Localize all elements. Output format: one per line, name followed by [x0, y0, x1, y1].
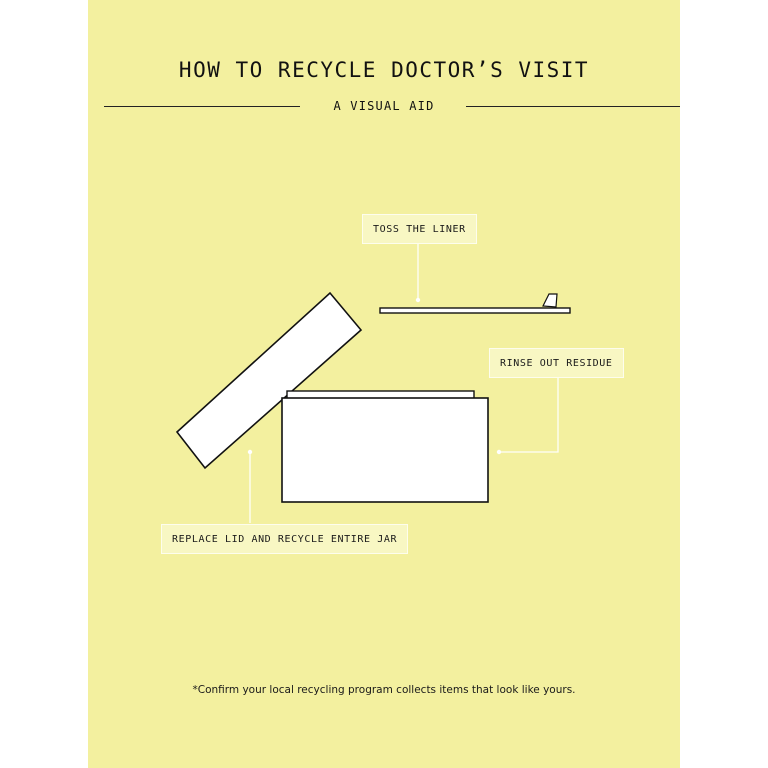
residue-leader-dot: [496, 449, 502, 455]
jar-lid: [175, 291, 363, 470]
poster-subtitle: A VISUAL AID: [333, 99, 435, 113]
jar-body: [281, 397, 489, 503]
step-toss-liner-label: TOSS THE LINER: [362, 214, 477, 244]
subtitle-rule-left: [104, 106, 300, 107]
step-replace-lid-label: REPLACE LID AND RECYCLE ENTIRE JAR: [161, 524, 409, 554]
jar-liner: [379, 307, 571, 314]
recycling-footnote: *Confirm your local recycling program co…: [192, 684, 576, 696]
residue-leader-line: [500, 378, 559, 453]
liner-tab: [542, 293, 558, 308]
subtitle-rule-right: [466, 106, 680, 107]
jar-diagram: [175, 244, 571, 523]
lid-leader-dot: [247, 449, 253, 455]
recycling-poster: HOW TO RECYCLE DOCTOR’S VISIT A VISUAL A…: [88, 0, 680, 768]
liner-leader-dot: [415, 297, 421, 303]
poster-title: HOW TO RECYCLE DOCTOR’S VISIT: [178, 58, 590, 82]
step-rinse-residue-label: RINSE OUT RESIDUE: [489, 348, 624, 378]
